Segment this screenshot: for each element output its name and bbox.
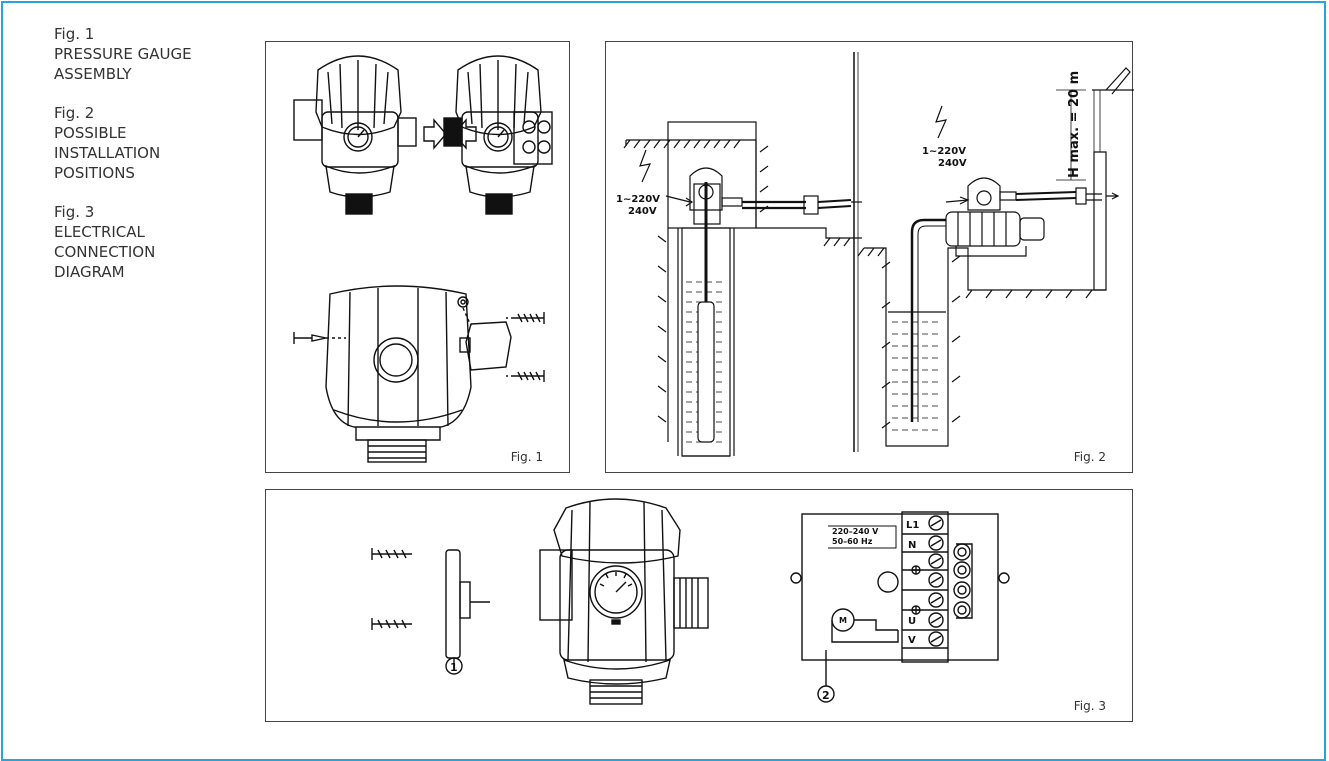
- terminal-box-icon: [790, 511, 1010, 703]
- pressure-switch-exploded-view-icon: [325, 285, 472, 463]
- pump-controller-well-icon: [689, 167, 743, 211]
- figure-2-label: Fig. 2: [1073, 450, 1106, 464]
- legend-fig2-line3: POSITIONS: [54, 164, 135, 182]
- pressure-switch-front-icon: [539, 498, 709, 705]
- lightning-right-icon: [935, 105, 948, 139]
- rating-frequency: 50–60 Hz: [832, 537, 873, 546]
- lightning-left-icon: [639, 149, 652, 183]
- terminal-v-label: V: [908, 635, 916, 646]
- voltage-right-line1: 1~220V: [922, 146, 966, 157]
- pressure-switch-unit-left-icon: [293, 55, 417, 215]
- terminal-u-label: U: [908, 616, 916, 627]
- rating-voltage: 220–240 V: [832, 527, 879, 536]
- arrow-right-icon: [423, 118, 447, 150]
- callout-1: 1: [450, 661, 458, 674]
- legend-fig1-number: Fig. 1: [54, 25, 95, 43]
- max-height-label: H max. = 20 m: [1067, 71, 1082, 178]
- surface-installation-scene: H max. = 20 m: [857, 67, 1134, 447]
- gauge-disc-part-icon: [445, 549, 490, 675]
- figure-2-panel: 1~220V 240V: [605, 41, 1134, 473]
- legend-item-fig2: Fig. 2 POSSIBLE INSTALLATION POSITIONS: [54, 103, 234, 183]
- installation-positions-drawing: 1~220V 240V: [616, 52, 1134, 457]
- motor-symbol-label: M: [839, 616, 847, 625]
- voltage-right-line2: 240V: [938, 158, 967, 169]
- legend-fig3-number: Fig. 3: [54, 203, 95, 221]
- terminal-screws: [928, 515, 944, 647]
- legend-fig1-line1: PRESSURE GAUGE: [54, 45, 192, 63]
- terminal-l1-label: L1: [906, 520, 919, 531]
- legend-fig2-line2: INSTALLATION: [54, 144, 161, 162]
- legend-fig2-number: Fig. 2: [54, 104, 95, 122]
- figure-3-label: Fig. 3: [1073, 699, 1106, 713]
- legend-fig3-line1: ELECTRICAL: [54, 223, 145, 241]
- pressure-gauge-assembly-drawing: [293, 55, 553, 463]
- callout-2: 2: [822, 689, 830, 702]
- electrical-connection-drawing: 1: [371, 498, 1010, 705]
- legend-item-fig1: Fig. 1 PRESSURE GAUGE ASSEMBLY: [54, 24, 234, 84]
- voltage-left-line2: 240V: [628, 206, 657, 217]
- figure-1-label: Fig. 1: [510, 450, 543, 464]
- surface-pump-motor-icon: [945, 211, 1045, 257]
- screw-right-bottom-icon: [506, 370, 545, 382]
- screw-bottom-icon: [371, 618, 412, 630]
- figure-3-panel: 1: [265, 489, 1133, 722]
- screw-left-icon: [293, 332, 346, 344]
- screw-right-top-icon: [506, 312, 545, 324]
- screw-top-icon: [371, 548, 412, 560]
- legend-fig1-line2: ASSEMBLY: [54, 65, 132, 83]
- legend-item-fig3: Fig. 3 ELECTRICAL CONNECTION DIAGRAM: [54, 202, 234, 282]
- terminal-n-label: N: [908, 540, 916, 551]
- legend-fig2-line1: POSSIBLE: [54, 124, 127, 142]
- pump-controller-surface-icon: [967, 177, 1017, 211]
- figure-1-panel: Fig. 1: [265, 41, 570, 473]
- legend-fig3-line2: CONNECTION: [54, 243, 156, 261]
- arrow-power-in-left-icon: [665, 195, 691, 203]
- voltage-left-line1: 1~220V: [616, 194, 660, 205]
- legend-fig3-line3: DIAGRAM: [54, 263, 125, 281]
- well-installation-scene: [623, 121, 862, 457]
- gauge-cover-part-icon: [457, 296, 512, 371]
- pressure-switch-unit-right-icon: [443, 55, 553, 215]
- figure-legend: Fig. 1 PRESSURE GAUGE ASSEMBLY Fig. 2 PO…: [54, 24, 234, 301]
